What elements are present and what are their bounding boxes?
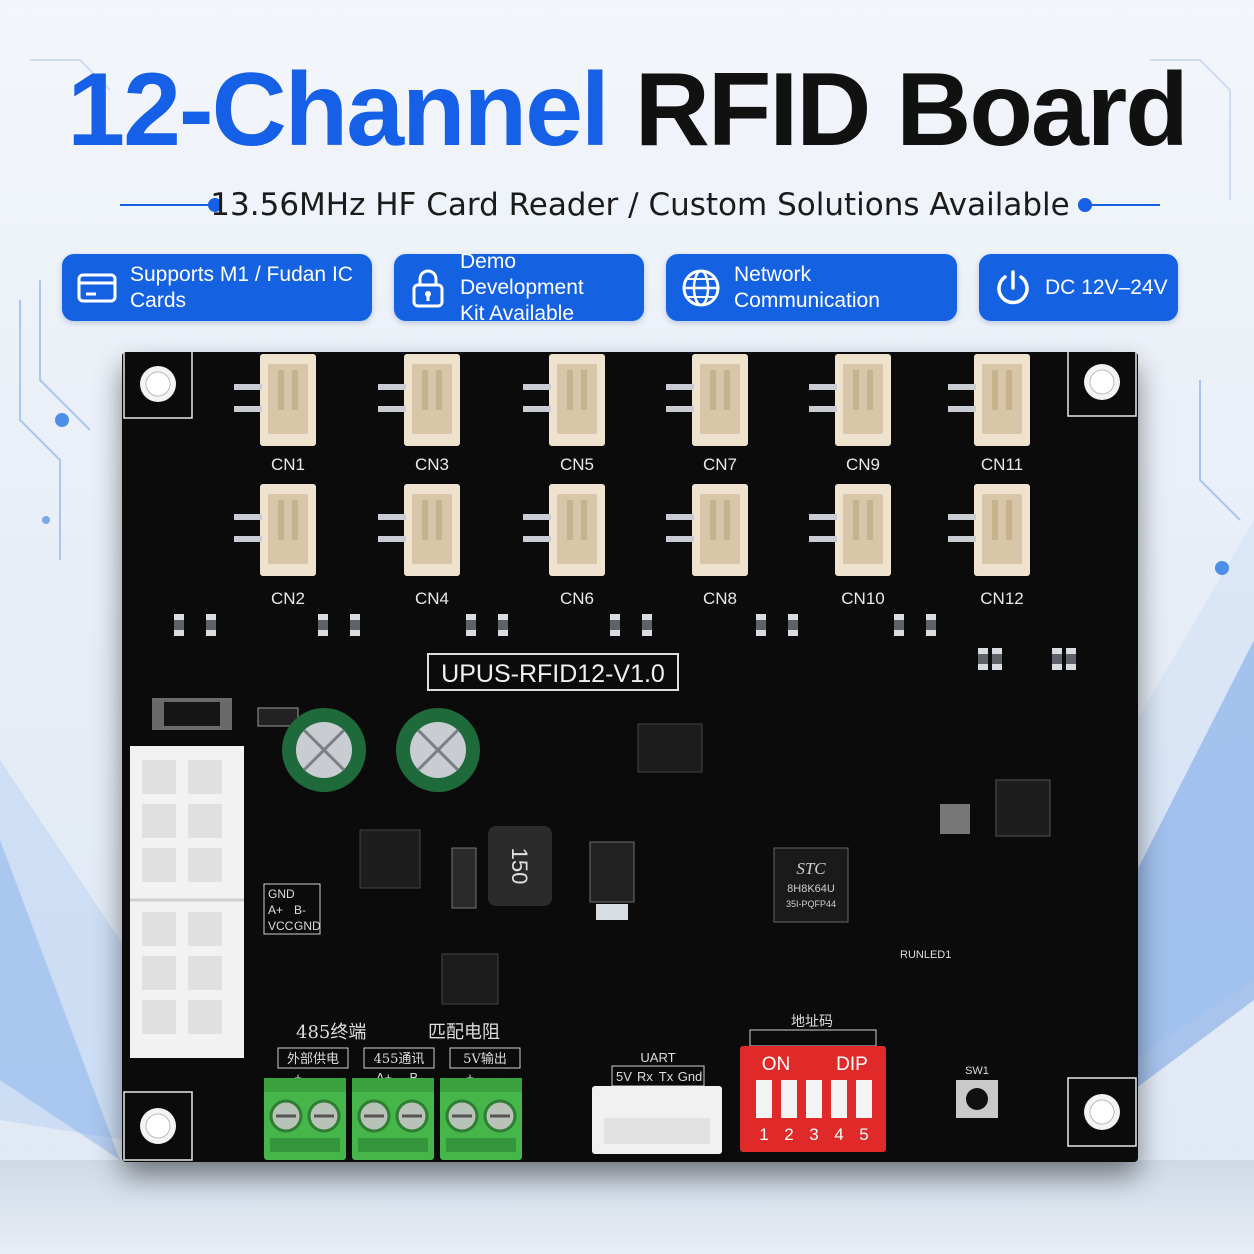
title-part-channel: 12-Channel	[67, 52, 610, 168]
feature-cards: Supports M1 / Fudan IC Cards	[62, 254, 372, 321]
dip-number: 3	[809, 1125, 818, 1144]
jst-connector	[948, 354, 1030, 446]
pin-label: -	[326, 1070, 330, 1085]
subtitle-line-right	[1090, 204, 1160, 206]
jst-connector	[666, 354, 748, 446]
switch-label: SW1	[965, 1065, 989, 1077]
screw-terminal	[438, 1076, 524, 1162]
jst-connector	[523, 354, 605, 446]
mounting-hole	[123, 1091, 193, 1161]
mcu-brand: STC	[796, 859, 826, 878]
screw-terminal	[262, 1076, 348, 1162]
mounting-hole	[1067, 352, 1137, 417]
jst-connector	[809, 354, 891, 446]
feature-power: DC 12V–24V	[979, 254, 1178, 321]
dip-title: 地址码	[791, 1014, 833, 1030]
pin-label: VCC	[268, 919, 294, 933]
pin-label: GND	[294, 919, 321, 933]
card-icon	[77, 273, 117, 302]
connector-label: CN5	[560, 455, 594, 474]
subtitle-line-left	[120, 204, 210, 206]
page-title: 12-Channel RFID Board	[0, 50, 1254, 170]
uart-pin: 5V	[616, 1069, 632, 1084]
connector-label: CN4	[415, 589, 449, 608]
jst-connector	[666, 484, 748, 576]
feature-demo-line2: Kit Available	[460, 301, 575, 325]
globe-icon	[682, 269, 720, 306]
reflective-floor	[0, 1160, 1254, 1254]
pin-label: -	[498, 1070, 502, 1085]
connector-label: CN12	[980, 589, 1023, 608]
mounting-hole	[1067, 1077, 1137, 1147]
connector-label: CN1	[271, 455, 305, 474]
led-label: RUNLED1	[900, 949, 951, 961]
jst-connector	[234, 354, 316, 446]
jst-connector	[809, 484, 891, 576]
connector-label: CN3	[415, 455, 449, 474]
dip-number: 1	[759, 1125, 768, 1144]
jst-connector	[523, 484, 605, 576]
uart-pin: Rx	[637, 1069, 653, 1084]
pin-label: +	[466, 1070, 474, 1085]
jst-connector	[948, 484, 1030, 576]
feature-network: Network Communication	[666, 254, 957, 321]
subtitle-dot-right	[1078, 198, 1092, 212]
dip-on-label: ON	[762, 1054, 791, 1075]
mcu-package: 35I-PQFP44	[786, 899, 836, 909]
inductor-marking: 150	[507, 848, 532, 885]
jst-connector	[378, 354, 460, 446]
connector-label: CN8	[703, 589, 737, 608]
connector-label: CN11	[981, 455, 1023, 474]
pin-label: A+	[268, 903, 283, 917]
subtitle-dot-left	[208, 198, 222, 212]
board-model-label: UPUS-RFID12-V1.0	[441, 660, 665, 688]
pin-label: GND	[268, 887, 295, 901]
power-icon	[997, 269, 1029, 304]
termination-label: 485终端	[296, 1022, 366, 1043]
board-illustration: CN1 CN3 CN5 CN7 CN9 CN11 CN2 CN4 CN6 CN8…	[123, 352, 1137, 1162]
rs485-label: 455通讯	[374, 1052, 425, 1067]
dip-number: 2	[784, 1125, 793, 1144]
uart-title: UART	[640, 1050, 675, 1065]
feature-demo-kit: Demo Development Kit Available	[394, 250, 644, 325]
mcu-part: 8H8K64U	[787, 883, 835, 895]
power-input-label: 外部供电	[287, 1052, 339, 1067]
title-part-rfid: RFID Board	[634, 52, 1189, 168]
pin-label: B-	[294, 903, 306, 917]
uart-pin: Tx	[659, 1069, 674, 1084]
feature-cards-text: Supports M1 / Fudan IC Cards	[130, 262, 353, 312]
lock-icon	[412, 269, 444, 307]
uart-pin: Gnd	[678, 1069, 703, 1084]
jst-connector	[234, 484, 316, 576]
feature-power-text: DC 12V–24V	[1045, 275, 1168, 299]
pin-label: +	[294, 1070, 302, 1085]
subtitle: 13.56MHz HF Card Reader / Custom Solutio…	[210, 187, 1070, 223]
rfid-board-photo: CN1 CN3 CN5 CN7 CN9 CN11 CN2 CN4 CN6 CN8…	[122, 352, 1138, 1162]
jst-connector	[378, 484, 460, 576]
5v-output-label: 5V输出	[463, 1051, 507, 1067]
connector-label: CN2	[271, 589, 305, 608]
connector-label: CN9	[846, 455, 880, 474]
matching-resistor-label: 匹配电阻	[428, 1022, 500, 1043]
mounting-hole	[123, 352, 193, 419]
feature-network-text: Network Communication	[734, 262, 880, 312]
subtitle-row: 13.56MHz HF Card Reader / Custom Solutio…	[120, 182, 1160, 228]
dip-label: DIP	[836, 1054, 868, 1075]
connector-label: CN6	[560, 589, 594, 608]
connector-label: CN7	[703, 455, 737, 474]
connector-label: CN10	[841, 589, 884, 608]
dip-number: 4	[834, 1125, 843, 1144]
screw-terminal	[350, 1076, 436, 1162]
feature-demo-line1: Demo Development	[460, 249, 584, 299]
dip-number: 5	[859, 1125, 868, 1144]
